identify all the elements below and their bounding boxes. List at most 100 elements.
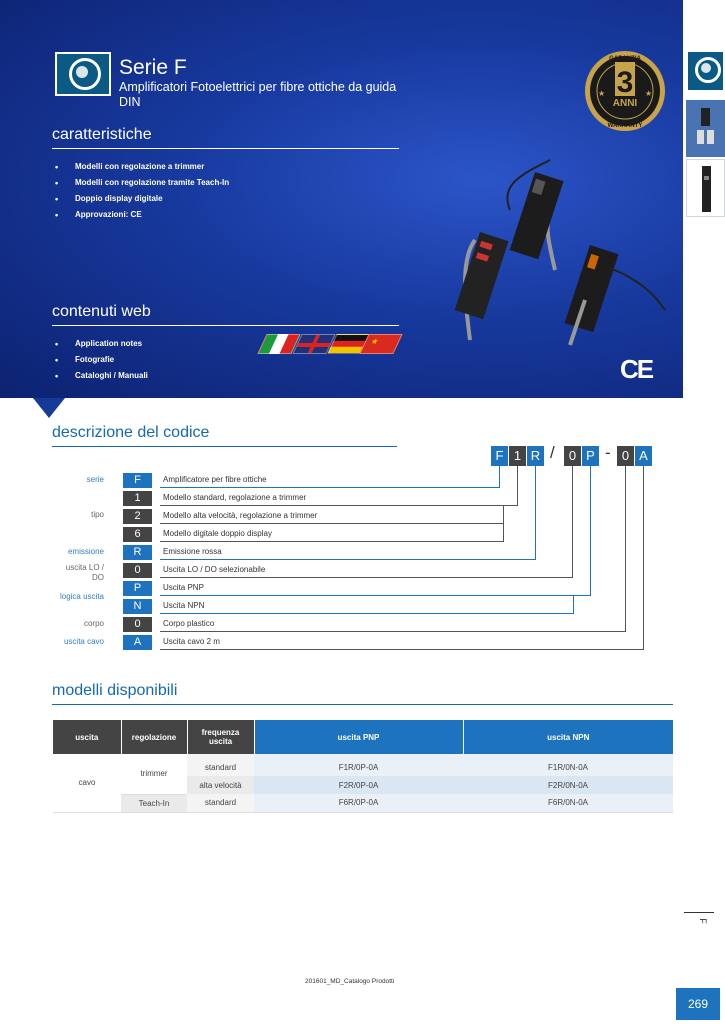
- list-item[interactable]: Cataloghi / Manuali: [55, 368, 148, 384]
- code-separator: /: [550, 443, 555, 462]
- ring-icon: [69, 58, 101, 90]
- models-table: uscita regolazione frequenza uscita usci…: [53, 720, 673, 813]
- page-subtitle: Amplificatori Fotoelettrici per fibre ot…: [119, 80, 397, 109]
- warranty-badge-icon: 3 ANNI GARANZIA WARRANTY ★ ★: [585, 51, 665, 131]
- side-tab-label: Amplificatori per fibre ottiche da guida…: [696, 229, 724, 381]
- cell-pnp: F6R/0P-0A: [254, 794, 463, 813]
- page-title: Serie F: [119, 56, 187, 79]
- cell-frequenza: alta velocità: [187, 776, 254, 794]
- flag-china-icon[interactable]: ★: [359, 334, 403, 354]
- list-item: Approvazioni: CE: [55, 207, 229, 223]
- badge-middle: ANNI: [613, 98, 638, 109]
- code-desc: Corpo plastico: [163, 619, 215, 628]
- code-box: P: [123, 581, 152, 596]
- amplifier-icon: [697, 108, 714, 144]
- cell-frequenza: standard: [187, 794, 254, 813]
- code-desc: Emissione rossa: [163, 547, 222, 556]
- svg-text:★: ★: [598, 89, 605, 98]
- connector-line: [160, 595, 591, 596]
- modelli-rule: [52, 704, 673, 705]
- code-separator: -: [605, 443, 611, 462]
- code-desc: Modello digitale doppio display: [163, 529, 272, 538]
- cell-npn: F1R/0N-0A: [463, 754, 673, 776]
- connector-line: [517, 466, 518, 505]
- code-desc: Uscita cavo 2 m: [163, 637, 220, 646]
- table-row: alta velocità F2R/0P-0A F2R/0N-0A: [53, 776, 673, 794]
- connector-line: [160, 487, 500, 488]
- badge-top: GARANZIA: [609, 56, 641, 62]
- connector-line: [625, 466, 626, 631]
- connector-line: [160, 649, 644, 650]
- cell-npn: F2R/0N-0A: [463, 776, 673, 794]
- connector-line: [160, 559, 536, 560]
- code-desc: Modello alta velocità, regolazione a tri…: [163, 511, 318, 520]
- side-rule: [684, 100, 685, 398]
- connector-line: [160, 577, 573, 578]
- code-char-cavo: A: [635, 446, 652, 466]
- code-label-serie: serie: [86, 475, 104, 484]
- code-box: 2: [123, 509, 152, 524]
- code-label-corpo: corpo: [83, 619, 104, 628]
- codice-rule: [52, 446, 397, 447]
- list-item[interactable]: Fotografie: [55, 352, 148, 368]
- series-tab[interactable]: [686, 50, 725, 92]
- product-image: [454, 159, 666, 346]
- cell-pnp: F2R/0P-0A: [254, 776, 463, 794]
- code-char-uscita: 0: [564, 446, 581, 466]
- caratteristiche-list: Modelli con regolazione a trimmer Modell…: [55, 159, 229, 223]
- code-char-tipo: 1: [509, 446, 526, 466]
- cell-npn: F6R/0N-0A: [463, 794, 673, 813]
- code-label-uscita: uscita LO / DO: [65, 563, 104, 582]
- modelli-title: modelli disponibili: [52, 682, 178, 699]
- th-npn: uscita NPN: [463, 720, 673, 754]
- cell-regolazione: Teach-In: [121, 794, 187, 813]
- cell-pnp: F1R/0P-0A: [254, 754, 463, 776]
- code-char-logica: P: [582, 446, 599, 466]
- code-box: 0: [123, 563, 152, 578]
- code-char-emissione: R: [527, 446, 544, 466]
- connector-line: [160, 613, 574, 614]
- connector-line: [643, 466, 644, 649]
- connector-line: [160, 523, 504, 524]
- tab-amplifier-digital[interactable]: [686, 159, 725, 217]
- code-box: A: [123, 635, 152, 650]
- tab-amplifier-analog[interactable]: [686, 100, 725, 158]
- cell-frequenza: standard: [187, 754, 254, 776]
- list-item: Modelli con regolazione tramite Teach-In: [55, 175, 229, 191]
- connector-line: [160, 505, 518, 506]
- code-box: 1: [123, 491, 152, 506]
- code-desc: Uscita NPN: [163, 601, 205, 610]
- th-uscita: uscita: [53, 720, 122, 754]
- caratteristiche-rule: [52, 148, 399, 149]
- section-arrow: [33, 398, 65, 418]
- list-item: Doppio display digitale: [55, 191, 229, 207]
- code-desc: Uscita PNP: [163, 583, 204, 592]
- list-item: Modelli con regolazione a trimmer: [55, 159, 229, 175]
- badge-bottom: WARRANTY: [608, 123, 643, 129]
- cell-uscita: cavo: [53, 754, 121, 813]
- list-item[interactable]: Application notes: [55, 336, 148, 352]
- footer-catalog: 201601_MD_Catalogo Prodotti: [305, 978, 395, 985]
- code-box: N: [123, 599, 152, 614]
- caratteristiche-title: caratteristiche: [52, 126, 152, 143]
- contenuti-web-list: Application notes Fotografie Cataloghi /…: [55, 336, 148, 384]
- code-box: 6: [123, 527, 152, 542]
- code-label-logica: logica uscita: [59, 592, 104, 601]
- code-label-tipo: tipo: [91, 510, 104, 519]
- th-frequenza: frequenza uscita: [187, 720, 255, 754]
- table-row: Teach-In standard F6R/0P-0A F6R/0N-0A: [53, 794, 673, 813]
- connector-line: [160, 631, 626, 632]
- code-box: 0: [123, 617, 152, 632]
- codice-title: descrizione del codice: [52, 424, 210, 441]
- code-box: R: [123, 545, 152, 560]
- connector-line: [499, 466, 500, 487]
- page-number: 269: [676, 988, 720, 1020]
- th-pnp: uscita PNP: [254, 720, 464, 754]
- code-desc: Modello standard, regolazione a trimmer: [163, 493, 307, 502]
- connector-line: [572, 466, 573, 577]
- series-logo: [55, 52, 111, 96]
- amplifier-icon: [702, 166, 711, 212]
- footer-letter: F: [697, 918, 708, 924]
- ring-icon: [695, 57, 721, 83]
- connector-line: [590, 466, 591, 595]
